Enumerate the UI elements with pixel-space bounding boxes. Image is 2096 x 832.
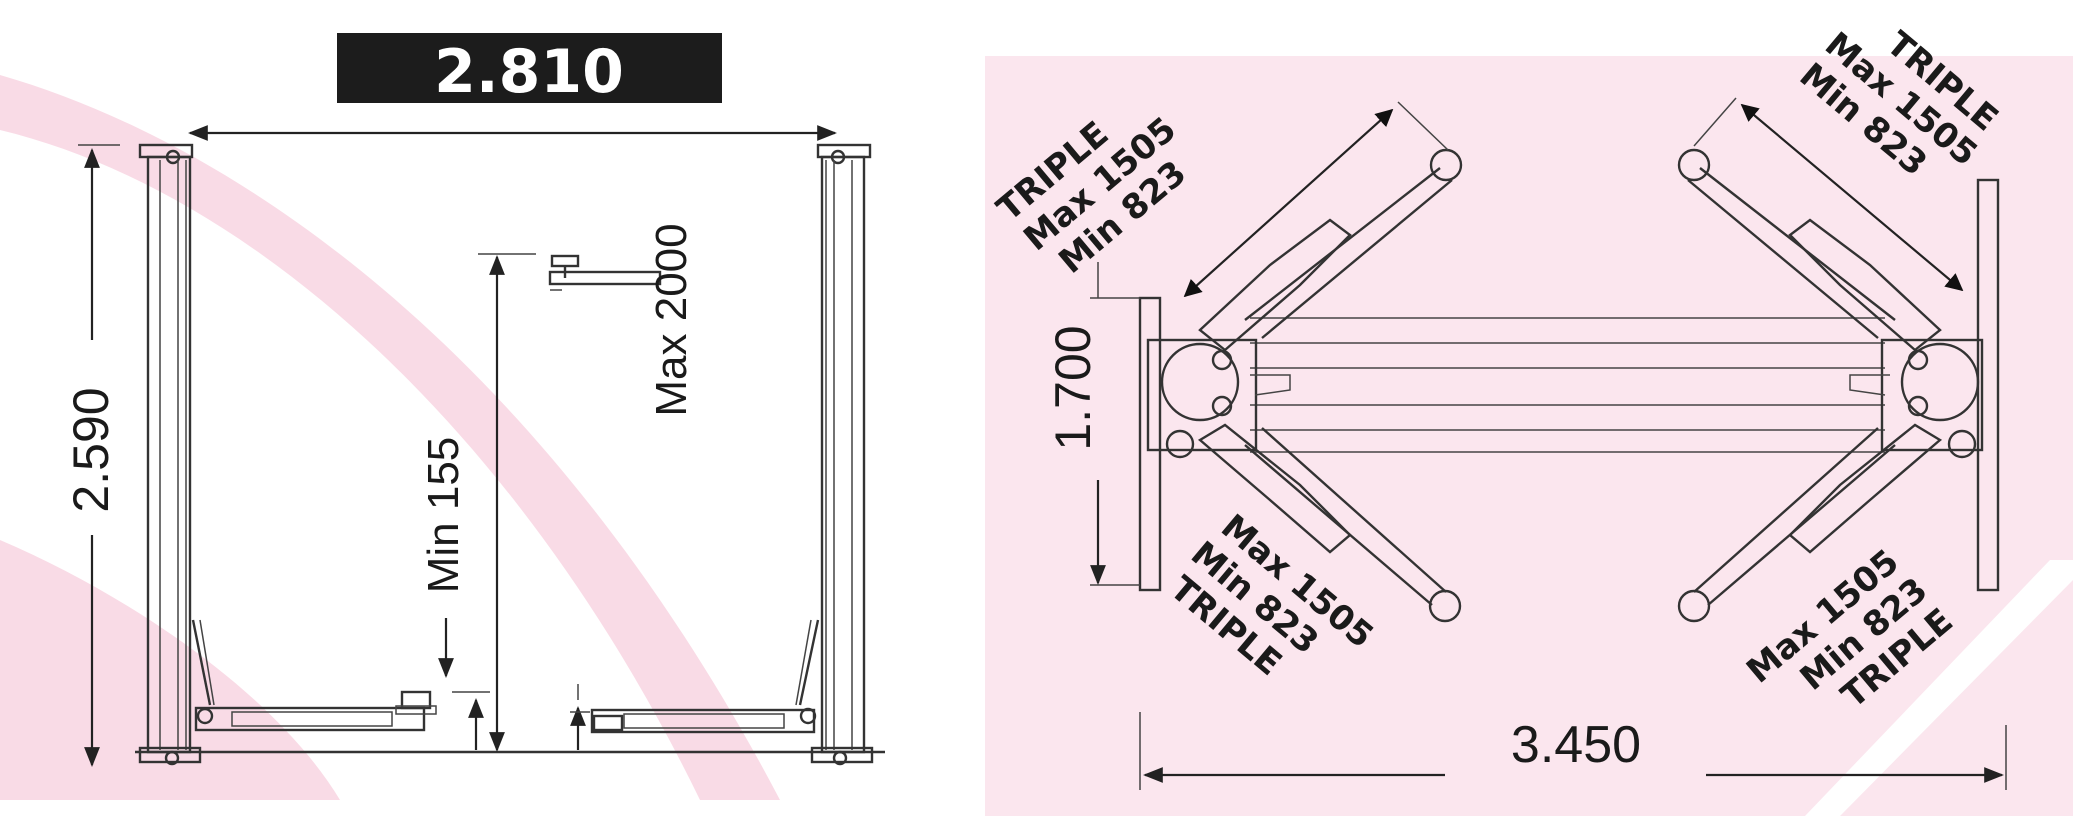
arm-pad-top-left	[1429, 148, 1463, 182]
raised-pad	[548, 254, 662, 291]
arm-reach-arrow-left	[1183, 108, 1394, 298]
runway-rails	[1250, 317, 1885, 453]
arm-pad-top-right	[1677, 148, 1711, 182]
front-width-label: 2.810	[434, 37, 624, 107]
width-header-box: 2.810	[337, 33, 722, 107]
min-height-dimension: Min 155	[419, 437, 590, 750]
length-label: 3.450	[1511, 716, 1641, 774]
arm-pad-bottom-right	[1677, 589, 1711, 623]
left-column-base	[1138, 296, 1291, 592]
arm-bottom-left	[1197, 423, 1462, 623]
left-lifting-arm	[194, 690, 437, 732]
length-dimension: 3.450	[1139, 712, 2007, 790]
white-stripe	[1805, 560, 2073, 816]
right-lifting-arm	[590, 707, 817, 734]
max-height-dimension: Max 2000	[478, 223, 696, 752]
left-column	[138, 143, 215, 766]
arm-pad-bottom-left	[1428, 589, 1462, 623]
height-dimension: 2.590	[63, 144, 120, 767]
arm-reach-arrow-right	[1740, 103, 1964, 292]
front-view: 2.810 2.590	[0, 33, 885, 800]
arm-bottom-right	[1677, 423, 1943, 623]
right-column	[795, 143, 874, 766]
depth-label: 1.700	[1045, 325, 1101, 450]
top-view: 1.700 3.450 TRIPLE Max 1505 Min 823 TRIP…	[985, 24, 2073, 816]
depth-dimension: 1.700	[1045, 262, 1140, 586]
max-height-label: Max 2000	[647, 223, 696, 416]
right-column-base	[1849, 178, 2000, 592]
front-height-label: 2.590	[63, 387, 119, 512]
min-height-label: Min 155	[419, 437, 468, 594]
